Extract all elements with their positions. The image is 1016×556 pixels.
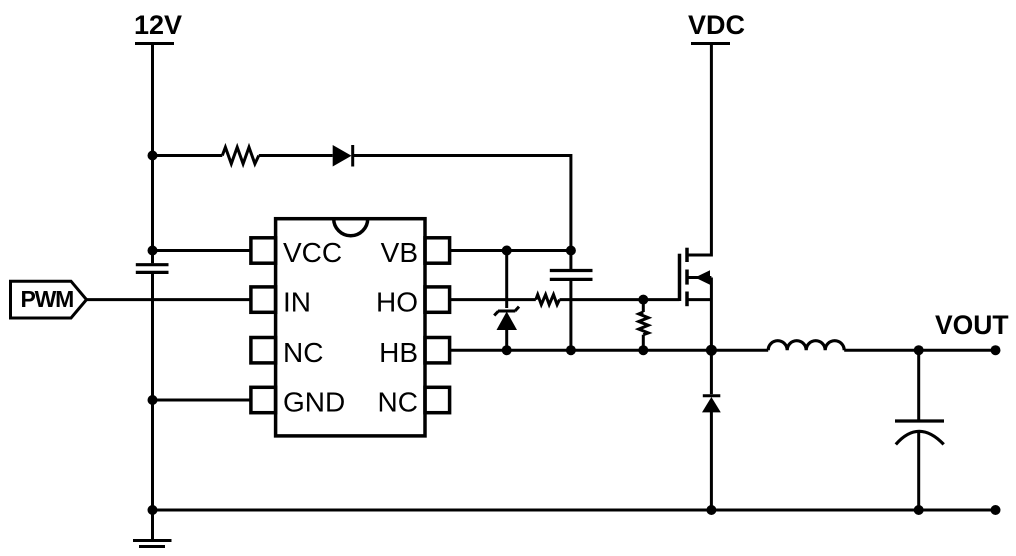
svg-text:VOUT: VOUT <box>935 310 1009 340</box>
svg-text:PWM: PWM <box>21 286 74 312</box>
svg-text:VDC: VDC <box>688 10 745 40</box>
svg-text:12V: 12V <box>134 10 182 40</box>
svg-text:IN: IN <box>283 287 311 318</box>
svg-text:VCC: VCC <box>283 237 342 268</box>
svg-text:GND: GND <box>283 387 345 418</box>
svg-text:NC: NC <box>283 337 323 368</box>
svg-text:HB: HB <box>379 337 418 368</box>
svg-text:VB: VB <box>381 237 418 268</box>
svg-text:NC: NC <box>378 387 418 418</box>
svg-text:HO: HO <box>376 287 418 318</box>
